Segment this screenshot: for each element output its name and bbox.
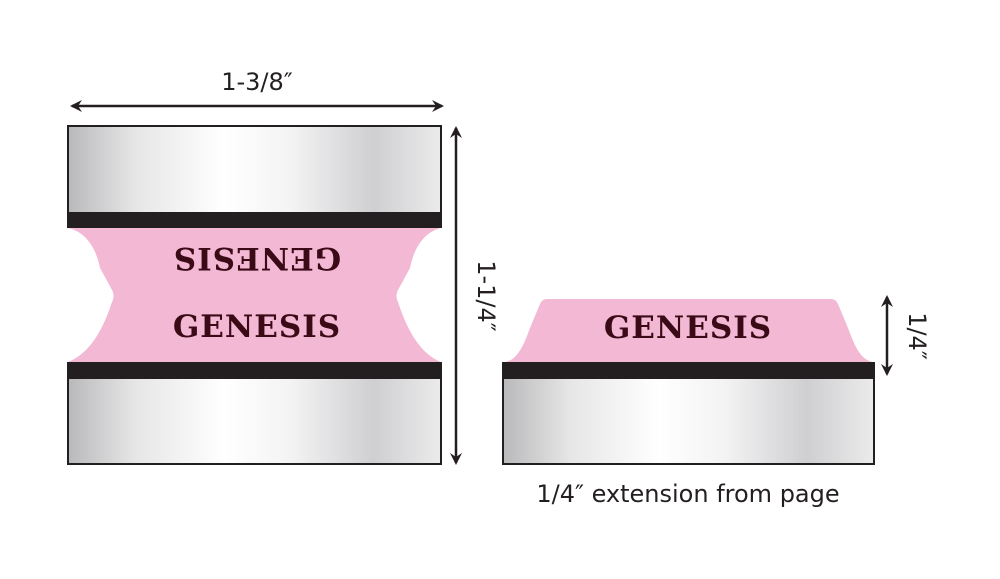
height-dimension-label: 1-1/4″ [472,260,500,332]
tab-label-mirrored: GENESIS [173,240,341,276]
pink-tab-extension [505,299,873,362]
bottom-black-band [67,362,442,378]
width-dimension-label: 1-3/8″ [221,68,293,96]
right-black-band [502,362,875,378]
left-tab: 1-3/8″ GENESIS GENESIS 1-1/4″ [67,68,500,465]
right-tab: GENESIS 1/4″ 1/4″ extension from page [502,295,931,508]
pink-tab-body [68,228,441,362]
tab-label-upright: GENESIS [173,309,341,345]
right-tab-label: GENESIS [604,310,772,346]
top-black-band [67,212,442,228]
bottom-silver-page [67,377,442,465]
extension-dimension-label: 1/4″ [903,312,931,360]
extension-caption: 1/4″ extension from page [536,480,839,508]
top-silver-page [67,125,442,214]
right-silver-page [502,377,875,465]
